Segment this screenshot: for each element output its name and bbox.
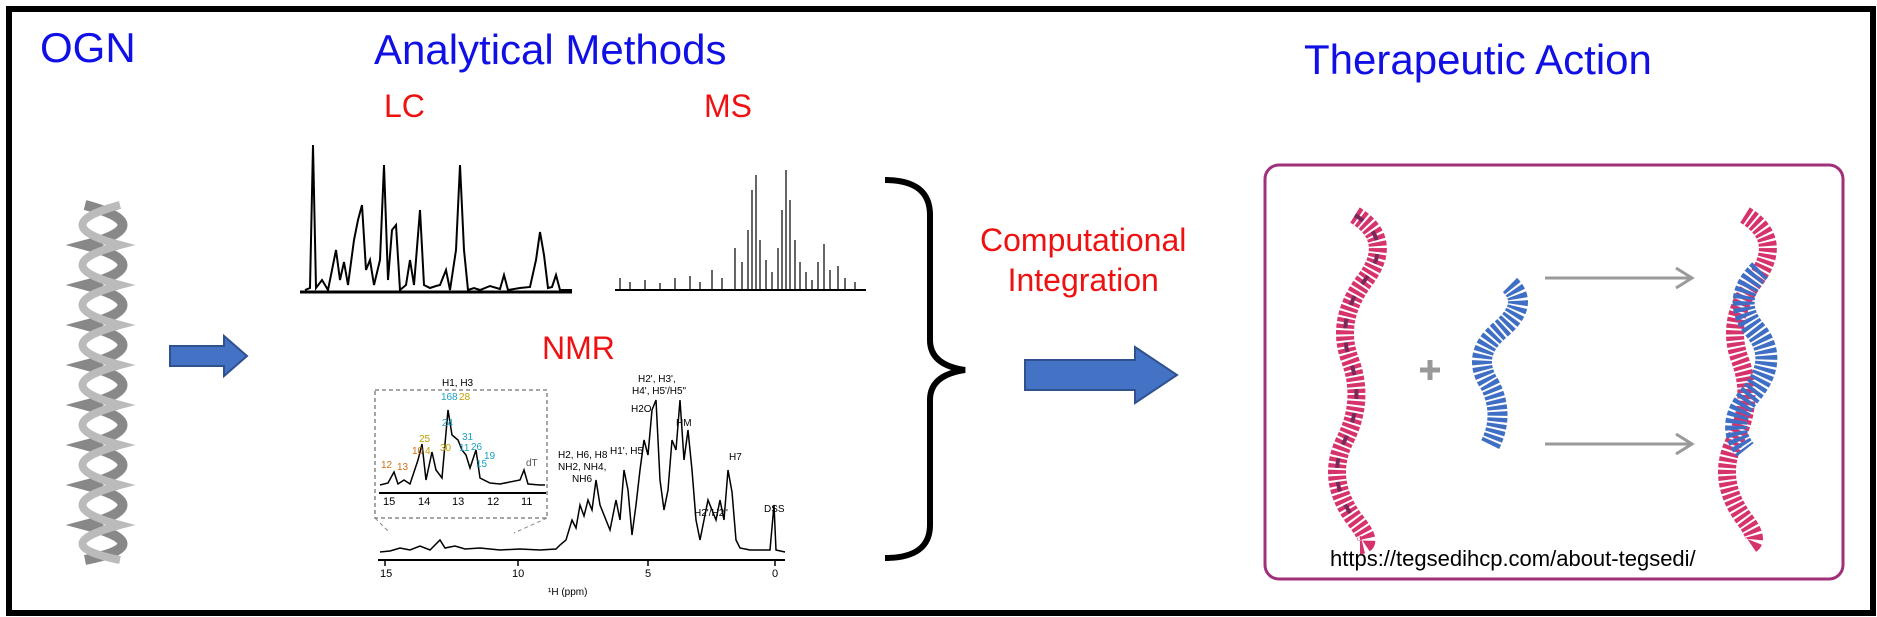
plus-icon bbox=[1420, 360, 1440, 380]
nmr-axis-label: ¹H (ppm) bbox=[548, 587, 588, 598]
nmr-label-h4h5: H4', H5'/H5" bbox=[632, 386, 687, 397]
nmr-tick-10: 10 bbox=[512, 568, 525, 580]
nmr-inset-label-8: 8 bbox=[452, 392, 458, 403]
nmr-tick-15: 15 bbox=[380, 568, 393, 580]
nmr-label-h1h5: H1', H5 bbox=[610, 446, 644, 457]
nmr-label-nh6: NH6 bbox=[572, 474, 593, 485]
ms-spectrum bbox=[615, 170, 866, 291]
nmr-tick-0: 0 bbox=[772, 568, 779, 580]
nmr-label-hm: HM bbox=[676, 418, 692, 429]
nmr-inset-label-24: 24 bbox=[442, 418, 454, 429]
nmr-inset-label-28: 28 bbox=[459, 392, 471, 403]
nmr-inset-label-12: 12 bbox=[381, 460, 393, 471]
therapeutic-action-heading: Therapeutic Action bbox=[1304, 36, 1652, 83]
therapeutic-panel bbox=[1263, 163, 1845, 581]
nmr-label-h2h2: H2'/H2" bbox=[694, 508, 728, 519]
nmr-inset-label-31: 31 bbox=[462, 432, 474, 443]
nmr-inset-label-h1h3: H1, H3 bbox=[442, 378, 474, 389]
nmr-inset-label-13: 13 bbox=[397, 462, 409, 473]
nmr-inset-tick-12: 12 bbox=[487, 496, 500, 508]
nmr-inset-label-30: 30 bbox=[440, 443, 452, 454]
computational-integration-label: Computational Integration bbox=[980, 220, 1186, 300]
nmr-label-h2h3: H2', H3', bbox=[638, 374, 676, 385]
ms-label: MS bbox=[704, 88, 752, 124]
nmr-label-dss: DSS bbox=[764, 504, 785, 515]
nmr-label: NMR bbox=[542, 330, 615, 366]
nmr-inset-label-10: 10 bbox=[412, 446, 424, 457]
nmr-inset-label-11: 11 bbox=[459, 443, 470, 454]
computational-label: Computational bbox=[980, 222, 1187, 258]
lc-chromatogram bbox=[300, 144, 572, 294]
oligonucleotide-icon bbox=[1472, 277, 1528, 450]
lc-label: LC bbox=[384, 88, 425, 124]
nmr-inset-label-dt: dT bbox=[526, 458, 538, 469]
nmr-label-h7: H7 bbox=[729, 452, 742, 463]
dna-helix-icon bbox=[65, 200, 136, 565]
nmr-inset-tick-13: 13 bbox=[452, 496, 465, 508]
nmr-spectrum bbox=[374, 389, 786, 566]
nmr-inset-tick-11: 11 bbox=[521, 496, 533, 508]
curly-brace-icon bbox=[884, 177, 966, 561]
nmr-tick-5: 5 bbox=[645, 568, 652, 580]
integration-label: Integration bbox=[1007, 262, 1159, 298]
nmr-inset-tick-15: 15 bbox=[383, 496, 396, 508]
nmr-inset-label-15: 15 bbox=[476, 459, 488, 470]
nmr-inset-label-4: 4 bbox=[425, 446, 431, 457]
nmr-inset-label-19: 19 bbox=[484, 451, 496, 462]
nmr-inset-label-25: 25 bbox=[419, 434, 431, 445]
nmr-inset-label-16: 16 bbox=[441, 392, 453, 403]
analytical-methods-heading: Analytical Methods bbox=[374, 26, 727, 73]
right-arrow-icon bbox=[1545, 266, 1695, 456]
ogn-heading: OGN bbox=[40, 24, 136, 71]
right-arrow-icon bbox=[1024, 345, 1179, 405]
nmr-label-nh2nh4: NH2, NH4, bbox=[558, 462, 607, 473]
nmr-inset-tick-14: 14 bbox=[418, 496, 431, 508]
nmr-label-h2o: H2O bbox=[631, 404, 652, 415]
right-arrow-icon bbox=[169, 333, 249, 379]
figure-frame bbox=[6, 6, 1876, 616]
source-url: https://tegsedihcp.com/about-tegsedi/ bbox=[1330, 546, 1696, 571]
nmr-inset-label-26: 26 bbox=[471, 442, 483, 453]
duplex-icon bbox=[1718, 207, 1778, 554]
nmr-inset-box bbox=[374, 389, 548, 519]
nmr-label-h2h6h8: H2, H6, H8 bbox=[558, 450, 608, 461]
